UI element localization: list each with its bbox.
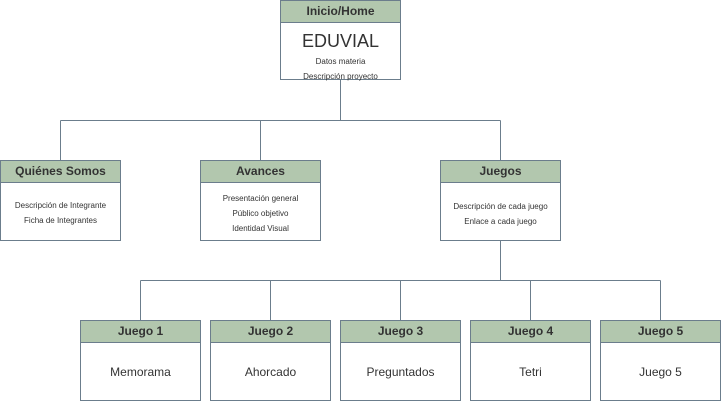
node-header: Juego 3 — [341, 321, 460, 343]
node-line: Descripción de Integrante — [14, 201, 107, 210]
game-name: Ahorcado — [244, 364, 297, 379]
node-line: Público objetivo — [232, 209, 289, 218]
node-header: Juegos — [441, 161, 560, 183]
node-juegos[interactable]: Juegos Descripción de cada juego Enlace … — [440, 160, 561, 241]
node-inicio-home[interactable]: Inicio/Home EDUVIAL Datos materia Descri… — [280, 0, 401, 81]
node-juego-1[interactable]: Juego 1 Memorama — [80, 320, 201, 401]
node-header: Juego 5 — [601, 321, 720, 343]
node-juego-5[interactable]: Juego 5 Juego 5 — [600, 320, 721, 401]
node-body: Descripción de Integrante Ficha de Integ… — [1, 183, 120, 228]
node-line: Datos materia — [315, 57, 366, 66]
node-line: Descripción proyecto — [303, 72, 378, 81]
node-line: Descripción de cada juego — [453, 202, 548, 211]
node-quienes-somos[interactable]: Quiénes Somos Descripción de Integrante … — [0, 160, 121, 241]
node-header: Avances — [201, 161, 320, 183]
node-avances[interactable]: Avances Presentación general Público obj… — [200, 160, 321, 241]
node-body: Presentación general Público objetivo Id… — [201, 183, 320, 236]
node-body: EDUVIAL Datos materia Descripción proyec… — [281, 30, 400, 84]
node-body: Descripción de cada juego Enlace a cada … — [441, 183, 560, 229]
node-juego-2[interactable]: Juego 2 Ahorcado — [210, 320, 331, 401]
game-name: Preguntados — [366, 364, 435, 379]
node-header: Juego 1 — [81, 321, 200, 343]
site-title: EDUVIAL — [301, 31, 380, 51]
node-line: Enlace a cada juego — [464, 217, 537, 226]
node-header: Quiénes Somos — [1, 161, 120, 183]
node-header: Juego 4 — [471, 321, 590, 343]
game-name: Juego 5 — [639, 364, 682, 379]
node-line: Ficha de Integrantes — [24, 216, 97, 225]
node-line: Identidad Visual — [232, 224, 289, 233]
node-juego-4[interactable]: Juego 4 Tetri — [470, 320, 591, 401]
node-header: Juego 2 — [211, 321, 330, 343]
game-name: Tetri — [519, 364, 542, 379]
node-line: Presentación general — [222, 194, 299, 203]
node-juego-3[interactable]: Juego 3 Preguntados — [340, 320, 461, 401]
node-header: Inicio/Home — [281, 1, 400, 23]
game-name: Memorama — [110, 364, 171, 379]
